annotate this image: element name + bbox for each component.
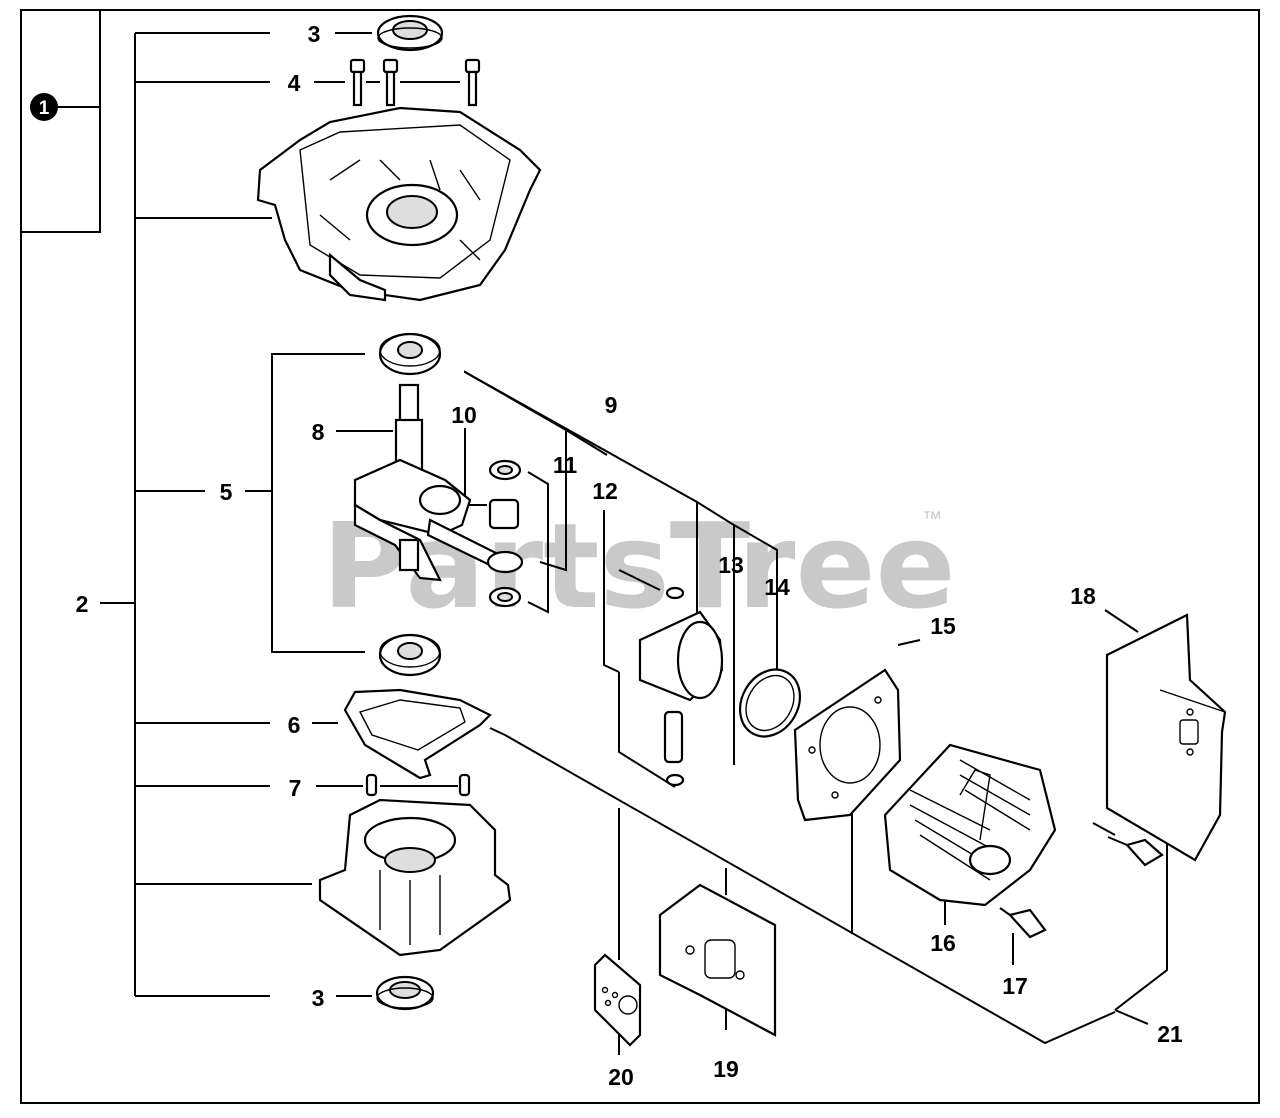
bearing-upper[interactable] xyxy=(378,332,442,376)
cylinder-bolt-upper[interactable] xyxy=(1107,836,1164,867)
callout-assembly-1[interactable]: 1 xyxy=(30,93,58,121)
label-11[interactable]: 11 xyxy=(553,452,578,478)
piston-ring[interactable] xyxy=(728,659,811,748)
label-7[interactable]: 7 xyxy=(289,775,302,801)
bearing-lower[interactable] xyxy=(378,633,442,677)
piston[interactable] xyxy=(638,586,724,787)
diagram-frame xyxy=(20,9,1260,1104)
svg-text:1: 1 xyxy=(39,98,50,119)
trademark-symbol: ™ xyxy=(922,508,942,530)
crankshaft[interactable] xyxy=(353,383,524,582)
dowel-pins[interactable] xyxy=(365,773,471,797)
leader-lines xyxy=(21,10,1168,1055)
label-13[interactable]: 13 xyxy=(718,552,744,578)
crankcase-gasket[interactable] xyxy=(343,688,506,780)
cylinder-gasket[interactable] xyxy=(793,668,902,822)
label-17[interactable]: 17 xyxy=(1002,973,1028,999)
label-3-top[interactable]: 3 xyxy=(308,21,321,47)
label-20[interactable]: 20 xyxy=(608,1064,634,1090)
part-labels: 3 4 8 5 2 6 7 3 10 9 11 12 13 14 15 18 1… xyxy=(76,21,1183,1090)
label-2[interactable]: 2 xyxy=(76,591,89,617)
label-14[interactable]: 14 xyxy=(764,574,790,600)
label-6[interactable]: 6 xyxy=(288,712,301,738)
label-4[interactable]: 4 xyxy=(288,70,301,96)
label-5[interactable]: 5 xyxy=(220,479,233,505)
label-18[interactable]: 18 xyxy=(1070,583,1096,609)
cylinder[interactable] xyxy=(883,743,1057,907)
label-10[interactable]: 10 xyxy=(451,402,477,428)
label-9[interactable]: 9 xyxy=(605,392,618,418)
crankcase-upper[interactable] xyxy=(256,106,542,302)
label-3-bottom[interactable]: 3 xyxy=(312,985,325,1011)
label-15[interactable]: 15 xyxy=(930,613,956,639)
label-19[interactable]: 19 xyxy=(713,1056,739,1082)
crankcase-lower[interactable] xyxy=(318,798,512,957)
label-12[interactable]: 12 xyxy=(592,478,618,504)
oil-seal-bottom[interactable] xyxy=(375,975,435,1011)
insulator-gasket[interactable] xyxy=(593,953,642,1047)
label-8[interactable]: 8 xyxy=(312,419,325,445)
oil-seal-top[interactable] xyxy=(376,14,444,52)
needle-bearing[interactable] xyxy=(488,459,522,608)
label-16[interactable]: 16 xyxy=(930,930,956,956)
cylinder-bolt-lower[interactable] xyxy=(999,907,1047,939)
bolts[interactable] xyxy=(349,58,481,107)
muffler-gasket[interactable] xyxy=(658,883,777,1037)
heat-shield[interactable] xyxy=(1105,613,1227,862)
label-21[interactable]: 21 xyxy=(1157,1021,1183,1047)
